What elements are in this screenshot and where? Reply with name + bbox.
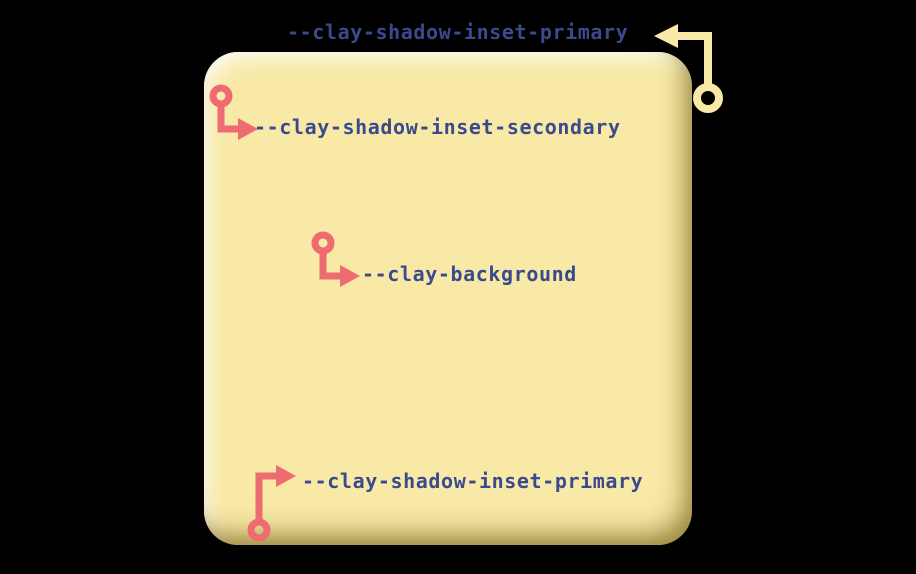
arrow-stem — [255, 472, 280, 522]
arrow-anchor-circle — [209, 84, 233, 108]
arrow-head-right — [238, 118, 258, 140]
callout-arrow-shadow-inset-primary-bottom — [247, 465, 296, 542]
annotation-label-shadow-inset-secondary: --clay-shadow-inset-secondary — [254, 115, 621, 139]
clay-card — [204, 52, 692, 545]
arrow-anchor-circle — [247, 518, 271, 542]
callout-arrow-shadow-inset-secondary — [209, 84, 258, 140]
annotation-label-shadow-inset-primary-top: --clay-shadow-inset-primary — [287, 20, 629, 44]
callout-arrow-clay-background — [311, 231, 360, 287]
arrow-stem — [676, 32, 712, 87]
arrow-anchor-circle — [693, 83, 723, 113]
arrow-head-left — [654, 24, 678, 48]
annotation-label-shadow-inset-primary-bottom: --clay-shadow-inset-primary — [302, 469, 644, 493]
arrow-head-right — [340, 265, 360, 287]
arrow-stem — [319, 251, 344, 280]
arrow-stem — [217, 104, 242, 133]
callout-arrow-shadow-inset-primary-top — [654, 24, 723, 113]
annotation-label-clay-background: --clay-background — [362, 262, 577, 286]
arrow-head-right — [276, 465, 296, 487]
arrow-anchor-circle — [311, 231, 335, 255]
